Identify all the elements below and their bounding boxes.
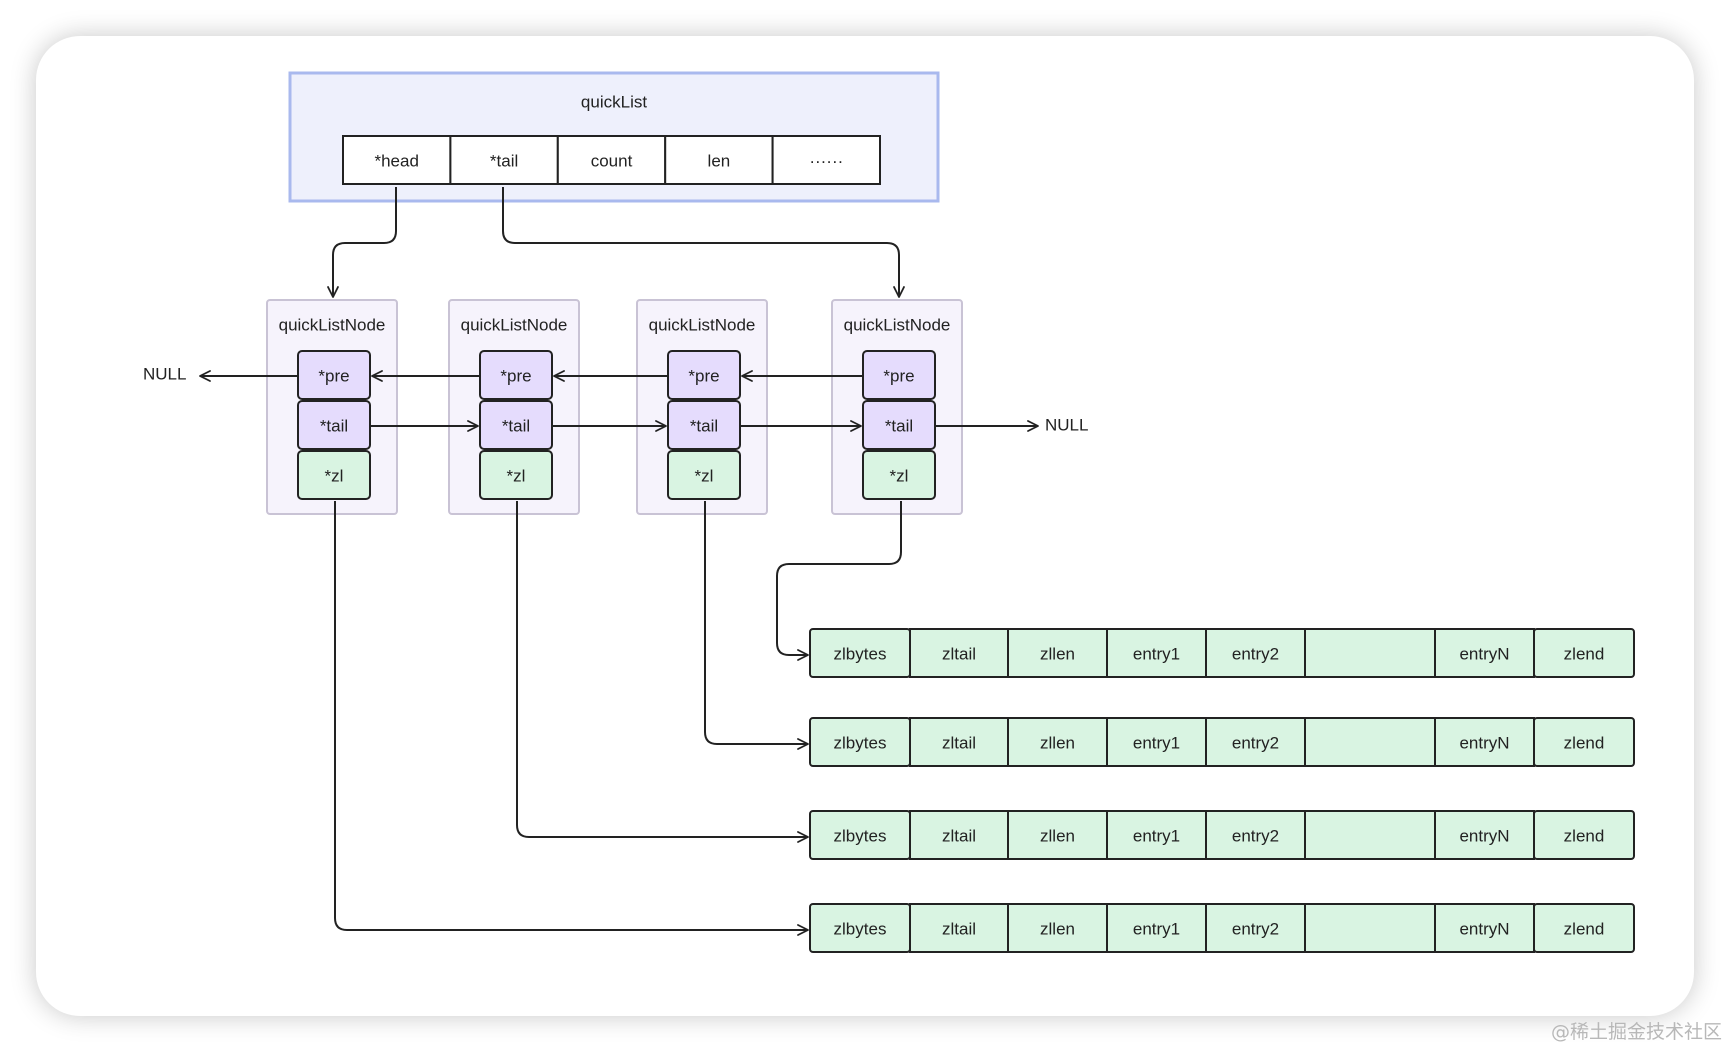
ziplist-2-zlbytes-label: zlbytes xyxy=(834,734,887,753)
tail-pointer-arrow xyxy=(502,187,905,298)
watermark-text: @稀土掘金技术社区 xyxy=(1550,1021,1722,1043)
ziplist-4-zllen-label: zllen xyxy=(1040,920,1075,939)
ziplist-2-entryN-cell xyxy=(1434,717,1535,767)
ziplist-4-entry1-label: entry1 xyxy=(1133,920,1180,939)
ziplist-4-zlbytes-label: zlbytes xyxy=(834,920,887,939)
ziplist-3-zlend-cell xyxy=(1533,810,1635,860)
ziplist-1-entryN-cell xyxy=(1434,628,1535,678)
ziplist-2-zlend-label: zlend xyxy=(1564,734,1605,753)
quicklistnode-3-zl-label: *zl xyxy=(695,467,714,486)
head-pointer-arrow xyxy=(327,187,397,298)
ziplist-3-entry2-label: entry2 xyxy=(1232,827,1279,846)
ziplist-1-zlbytes-label: zlbytes xyxy=(834,645,887,664)
quicklist-count-field-label: count xyxy=(591,152,633,171)
ziplist-3-entryN-cell xyxy=(1434,810,1535,860)
ziplist-3-entry2-cell xyxy=(1205,810,1306,860)
ziplist-3-entry1-cell xyxy=(1106,810,1207,860)
quicklist-title: quickList xyxy=(581,93,647,112)
ziplist-1-entry1-cell xyxy=(1106,628,1207,678)
ziplist-1-zlend-cell xyxy=(1533,628,1635,678)
ziplist-4-entry1-cell xyxy=(1106,903,1207,953)
quicklist-ellipsis-field-label: ······ xyxy=(809,152,843,171)
quicklistnode-4-zl-field xyxy=(862,450,936,500)
ziplist-4-entryN-cell xyxy=(1434,903,1535,953)
ziplist-2-entry2-label: entry2 xyxy=(1232,734,1279,753)
ziplist-1-zlend-label: zlend xyxy=(1564,645,1605,664)
ziplist-4-entry2-cell xyxy=(1205,903,1306,953)
quicklist-len-field xyxy=(664,135,774,185)
quicklistnode-1-pre-label: *pre xyxy=(318,367,349,386)
quicklist-ellipsis-field xyxy=(771,135,881,185)
ziplist-1-entry1-label: entry1 xyxy=(1133,645,1180,664)
ziplist-2-entry1-label: entry1 xyxy=(1133,734,1180,753)
ziplist-1-gap-cell xyxy=(1304,628,1436,678)
ziplist-2-gap-cell xyxy=(1304,717,1436,767)
ziplist-1-zllen-cell xyxy=(1007,628,1108,678)
ziplist-2-entry1-cell xyxy=(1106,717,1207,767)
ziplist-2-entry2-cell xyxy=(1205,717,1306,767)
node4-zl-arrow xyxy=(776,501,902,661)
ziplist-2-zltail-label: zltail xyxy=(942,734,976,753)
ziplist-2-zlend-cell xyxy=(1533,717,1635,767)
ziplist-1-entryN-label: entryN xyxy=(1459,645,1509,664)
ziplist-3-entry1-label: entry1 xyxy=(1133,827,1180,846)
quicklistnode-3-tail-label: *tail xyxy=(690,417,718,436)
ziplist-4-zltail-cell xyxy=(909,903,1009,953)
quicklistnode-1-zl-label: *zl xyxy=(325,467,344,486)
ziplist-2-zllen-cell xyxy=(1007,717,1108,767)
ziplist-3-zllen-label: zllen xyxy=(1040,827,1075,846)
quicklist-head-field xyxy=(342,135,452,185)
quicklistnode-4-pre-label: *pre xyxy=(883,367,914,386)
quicklistnode-3-pre-label: *pre xyxy=(688,367,719,386)
quicklistnode-1-tail-label: *tail xyxy=(320,417,348,436)
quicklistnode-2-pre-label: *pre xyxy=(500,367,531,386)
ziplist-2-zllen-label: zllen xyxy=(1040,734,1075,753)
ziplist-3-zltail-label: zltail xyxy=(942,827,976,846)
ziplist-1-entry2-label: entry2 xyxy=(1232,645,1279,664)
quicklist-tail-field xyxy=(449,135,559,185)
ziplist-1-entry2-cell xyxy=(1205,628,1306,678)
ziplist-3-gap-cell xyxy=(1304,810,1436,860)
quicklistnode-3-zl-field xyxy=(667,450,741,500)
ziplist-2-zltail-cell xyxy=(909,717,1009,767)
quicklistnode-4-tail-label: *tail xyxy=(885,417,913,436)
ziplist-4-gap-cell xyxy=(1304,903,1436,953)
quicklistnode-2-zl-field xyxy=(479,450,553,500)
node1-zl-arrow xyxy=(334,501,809,936)
quicklistnode-2-tail-label: *tail xyxy=(502,417,530,436)
ziplist-1-zltail-label: zltail xyxy=(942,645,976,664)
ziplist-3-entryN-label: entryN xyxy=(1459,827,1509,846)
ziplist-4-zlend-label: zlend xyxy=(1564,920,1605,939)
ziplist-4-entry2-label: entry2 xyxy=(1232,920,1279,939)
node2-zl-arrow xyxy=(516,501,809,843)
ziplist-4-zlend-cell xyxy=(1533,903,1635,953)
node3-zl-arrow xyxy=(704,501,809,750)
quicklistnode-2-zl-label: *zl xyxy=(507,467,526,486)
quicklist-head-field-label: *head xyxy=(374,152,418,171)
ziplist-3-zlbytes-label: zlbytes xyxy=(834,827,887,846)
quicklist-count-field xyxy=(556,135,667,185)
ziplist-2-entryN-label: entryN xyxy=(1459,734,1509,753)
quicklist-len-field-label: len xyxy=(708,152,731,171)
ziplist-1-zllen-label: zllen xyxy=(1040,645,1075,664)
ziplist-3-zltail-cell xyxy=(909,810,1009,860)
ziplist-4-entryN-label: entryN xyxy=(1459,920,1509,939)
ziplist-4-zltail-label: zltail xyxy=(942,920,976,939)
ziplist-3-zlend-label: zlend xyxy=(1564,827,1605,846)
quicklistnode-3-title: quickListNode xyxy=(649,316,756,335)
quicklistnode-4-title: quickListNode xyxy=(844,316,951,335)
null-left-label: NULL xyxy=(143,365,186,384)
null-right-label: NULL xyxy=(1045,416,1088,435)
quicklist-tail-field-label: *tail xyxy=(490,152,518,171)
quicklistnode-4-zl-label: *zl xyxy=(890,467,909,486)
quicklistnode-2-title: quickListNode xyxy=(461,316,568,335)
quicklistnode-1-title: quickListNode xyxy=(279,316,386,335)
quicklistnode-1-zl-field xyxy=(297,450,371,500)
